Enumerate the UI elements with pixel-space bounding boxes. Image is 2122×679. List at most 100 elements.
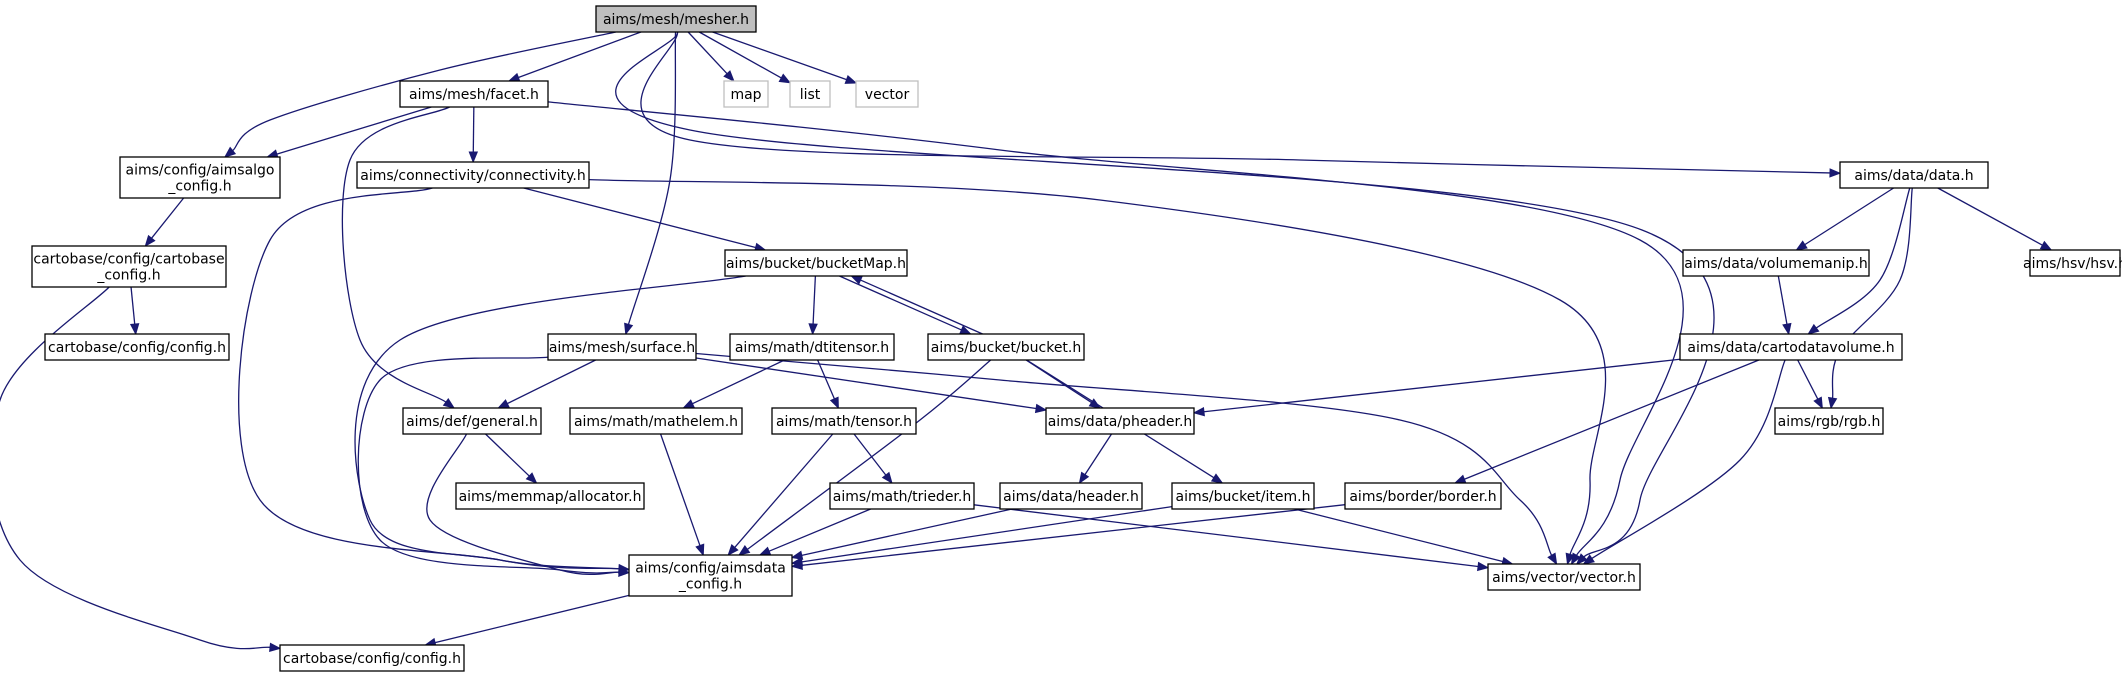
node-cartobase-config[interactable]: cartobase/config/cartobase_config.h [31,245,227,288]
arrowhead-icon [1782,322,1792,336]
edge-dtitensor-to-mathelem [682,359,785,409]
edge-facet-to-connectivity [468,106,479,164]
node-connectivity[interactable]: aims/connectivity/connectivity.h [356,161,590,189]
edge-line [1294,508,1503,563]
node-label: aims/mesh/mesher.h [603,12,749,28]
edge-connectivity-to-aimsdata_config [238,187,631,574]
node-label: _config.h [678,577,742,593]
edge-mesher-to-surface [624,31,677,336]
node-allocator[interactable]: aims/memmap/allocator.h [455,482,645,510]
node-tensor[interactable]: aims/math/tensor.h [771,407,917,435]
node-label: aims/data/data.h [1854,168,1973,184]
node-label: map [730,87,761,103]
edge-facet-to-aimsalgo_config [265,106,432,159]
arrowhead-icon [1034,403,1048,414]
edge-line [130,286,136,325]
node-box [855,80,919,108]
node-label: aims/mesh/surface.h [549,340,695,356]
edge-line [801,504,1346,566]
arrowhead-icon [778,73,792,84]
edge-line [426,433,620,576]
node-cartodatavolume[interactable]: aims/data/cartodatavolume.h [1679,333,1903,361]
node-border[interactable]: aims/border/border.h [1344,482,1502,510]
node-bucket[interactable]: aims/bucket/bucket.h [927,333,1085,361]
arrowhead-icon [269,642,282,652]
edge-line [615,31,1715,558]
node-surface[interactable]: aims/mesh/surface.h [547,333,697,361]
arrowhead-icon [144,234,156,248]
edge-connectivity-to-vectorvec [588,178,1607,566]
node-config-a[interactable]: cartobase/config/config.h [44,333,230,361]
node-label: aims/bucket/bucket.h [931,340,1082,356]
arrowhead-icon [844,74,858,84]
node-trieder[interactable]: aims/math/trieder.h [829,482,975,510]
node-box [999,482,1143,510]
arrowhead-icon [829,396,839,410]
node-aimsdata-config[interactable]: aims/config/aimsdata_config.h [628,554,793,597]
edge-mesher-to-vector_std [712,31,858,84]
node-box [2029,249,2121,277]
node-label: cartobase/config/config.h [283,651,461,667]
node-label: aims/rgb/rgb.h [1778,414,1881,430]
node-box [455,482,645,510]
edge-mesher-to-data [640,31,1842,178]
node-mesher[interactable]: aims/mesh/mesher.h [595,5,757,33]
edge-line [472,106,475,153]
node-label: aims/data/pheader.h [1048,414,1193,430]
edge-line [839,275,962,331]
edge-line [507,359,596,405]
edge-line [853,433,887,476]
node-vector-std: vector [855,80,919,108]
node-label: aims/math/dtitensor.h [735,340,889,356]
node-pheader[interactable]: aims/data/pheader.h [1045,407,1195,435]
node-label: list [800,87,821,103]
node-rgb[interactable]: aims/rgb/rgb.h [1774,407,1884,435]
node-mathelem[interactable]: aims/math/mathelem.h [569,407,743,435]
node-volumemanip[interactable]: aims/data/volumemanip.h [1682,249,1870,277]
edge-line [0,286,271,650]
edge-line [817,359,836,400]
node-box [789,80,831,108]
node-general[interactable]: aims/def/general.h [402,407,542,435]
edge-bucketMap-to-bucket [839,275,972,335]
node-label: aims/connectivity/connectivity.h [360,168,585,184]
node-box [1839,161,1989,189]
node-label: aims/data/volumemanip.h [1684,256,1867,272]
edge-line [1464,359,1760,480]
arrowhead-icon [1210,473,1224,484]
node-label: aims/math/tensor.h [776,414,912,430]
edge-line [1591,359,1786,560]
edge-line [1937,187,2043,246]
node-dtitensor[interactable]: aims/math/dtitensor.h [729,333,895,361]
node-box [1171,482,1315,510]
edge-volumemanip-to-cartodatavolume [1777,275,1792,336]
edge-dtitensor-to-tensor [817,359,839,410]
node-hsv[interactable]: aims/hsv/hsv.h [2023,249,2122,277]
node-config-b[interactable]: cartobase/config/config.h [279,644,465,672]
node-data[interactable]: aims/data/data.h [1839,161,1989,189]
arrowhead-icon [223,146,237,158]
arrowhead-icon [1813,396,1823,410]
edge-line [357,356,620,574]
arrowhead-icon [1575,553,1588,565]
node-label: aims/data/header.h [1003,489,1139,505]
arrowhead-icon [881,471,893,485]
edge-line [151,197,185,239]
node-box [771,407,917,435]
edge-mesher-to-list [698,31,792,84]
node-facet[interactable]: aims/mesh/facet.h [399,80,549,108]
node-label: aims/border/border.h [1349,489,1496,505]
node-bucketMap[interactable]: aims/bucket/bucketMap.h [724,249,908,277]
arrowhead-icon [618,567,631,577]
edge-line [695,352,1553,556]
node-item[interactable]: aims/bucket/item.h [1171,482,1315,510]
arrowhead-icon [624,322,634,336]
node-vectorvec[interactable]: aims/vector/vector.h [1487,563,1641,591]
node-header[interactable]: aims/data/header.h [999,482,1143,510]
node-box [402,407,542,435]
arrowhead-icon [1795,240,1808,251]
arrowhead-icon [1192,406,1205,417]
arrowhead-icon [525,472,538,484]
node-aimsalgo-config[interactable]: aims/config/aimsalgo_config.h [119,156,281,199]
edge-line [734,433,834,548]
